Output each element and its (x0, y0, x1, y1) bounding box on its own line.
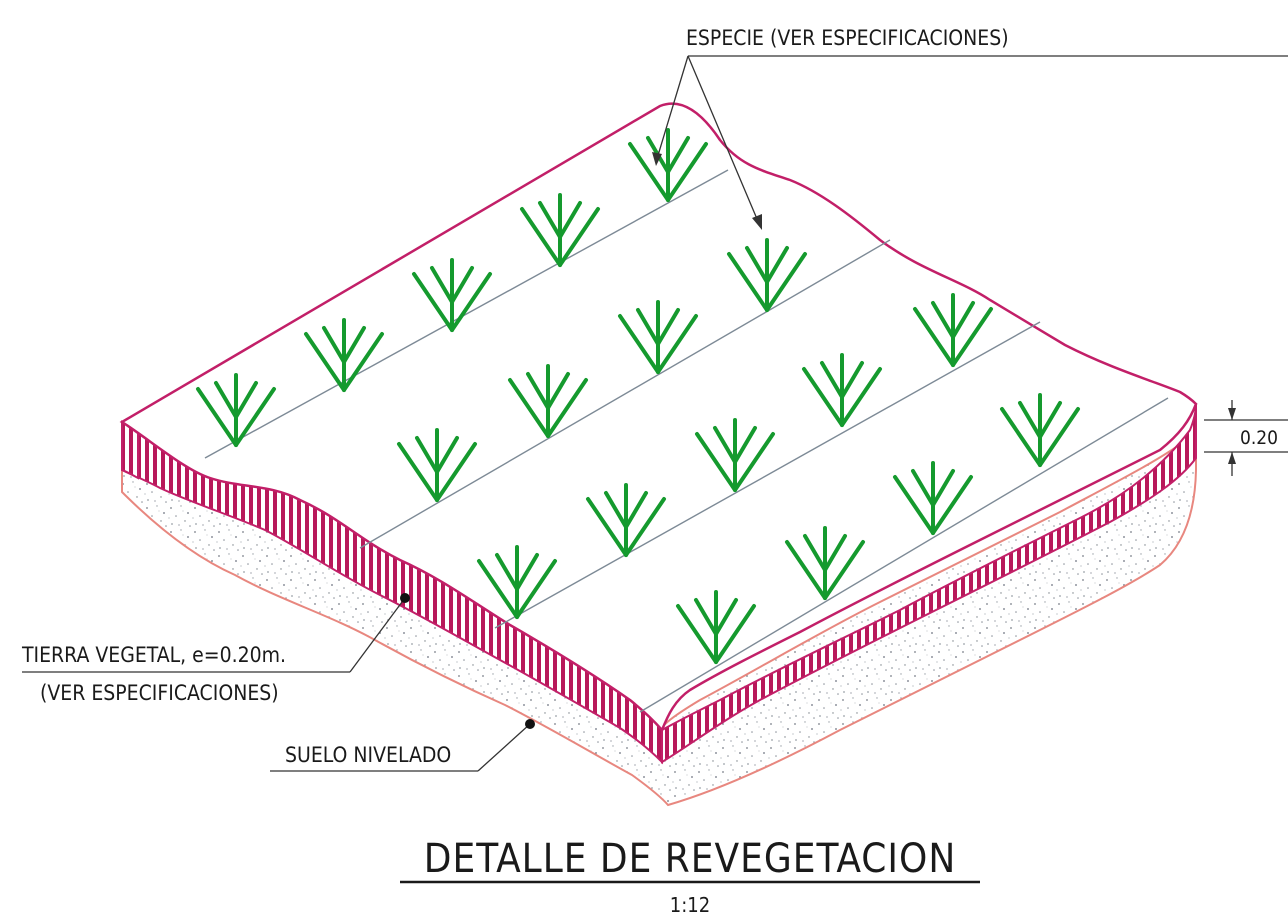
species-leader (652, 55, 1288, 230)
thickness-dimension (1204, 400, 1288, 476)
planting-row-line (359, 239, 891, 549)
plant-icon (676, 590, 756, 664)
leveled-soil-leader-dot (525, 719, 535, 729)
drawing-title: DETALLE DE REVEGETACION (424, 836, 957, 882)
plant-icon (196, 373, 276, 447)
plant-icon (412, 258, 492, 332)
topsoil-left-edge (121, 420, 139, 480)
surface-top (119, 102, 1198, 733)
topsoil-label: TIERRA VEGETAL, e=0.20m. (21, 643, 286, 667)
plant-icon (727, 238, 807, 312)
plant-icon (628, 128, 708, 202)
plant-icon (913, 293, 993, 367)
topsoil-leader-dot (400, 593, 410, 603)
topsoil-leader (22, 597, 406, 673)
leveled-soil-leader (270, 723, 531, 772)
planting-row-line (639, 397, 1169, 713)
drawing-scale: 1:12 (670, 893, 710, 917)
plant-icon (893, 461, 973, 535)
plant-icon (397, 428, 477, 502)
planting-rows (204, 169, 1169, 713)
plant-icon (802, 353, 882, 427)
planting-row-line (204, 169, 729, 459)
plants (196, 128, 1080, 664)
plant-icon (785, 526, 865, 600)
leveled-soil-label: SUELO NIVELADO (285, 743, 451, 767)
plant-icon (304, 318, 384, 392)
plant-icon (618, 300, 698, 374)
plant-icon (508, 364, 588, 438)
topsoil-spec-label: (VER ESPECIFICACIONES) (40, 681, 279, 705)
planting-row-line (494, 321, 1041, 629)
thickness-value: 0.20 (1240, 427, 1278, 449)
species-label: ESPECIE (VER ESPECIFICACIONES) (686, 26, 1009, 50)
plant-icon (520, 193, 600, 267)
plant-icon (586, 483, 666, 557)
topsoil-layer-right (661, 403, 1197, 764)
plant-icon (1000, 393, 1080, 467)
plant-icon (695, 418, 775, 492)
plant-icon (477, 545, 557, 619)
